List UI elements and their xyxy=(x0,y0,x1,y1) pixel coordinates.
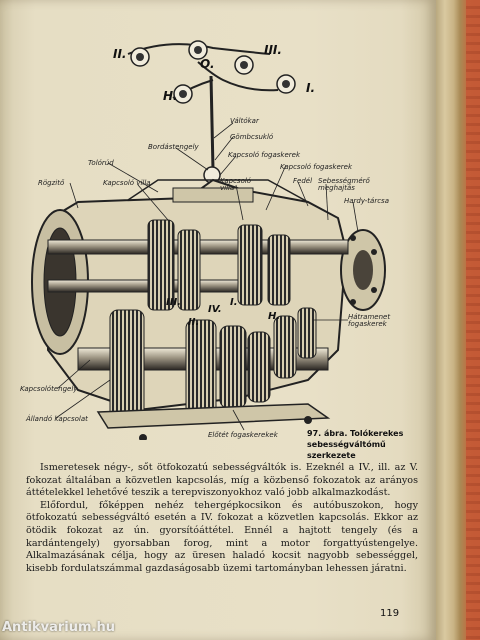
gearbox-illustration xyxy=(31,40,386,442)
leader-lines xyxy=(55,122,359,431)
label-tolorud: Tolórúd xyxy=(88,159,114,167)
watermark-logo: Antikvarium.hu xyxy=(2,620,115,635)
label-elotet-fogaskerekek: Előtét fogaskerekek xyxy=(208,431,278,439)
label-valtokar: Váltókar xyxy=(230,117,259,125)
gearbox-diagram: II. O. III. H. I. IV. III. II. I. H. Vál… xyxy=(8,20,426,442)
label-sebessegmero: Sebességmérő meghajtás xyxy=(318,177,370,192)
page-number: 119 xyxy=(380,608,400,619)
label-fedel: Fedél xyxy=(293,177,313,185)
body-text: Ismeretesek négy-, sőt ötfokozatú sebess… xyxy=(26,462,418,575)
label-kapcsolo-fogaskerek: Kapcsoló fogaskerek xyxy=(228,151,301,159)
gear-mark-neutral: O. xyxy=(200,57,215,71)
label-bordastengely: Bordástengely xyxy=(148,143,199,151)
label-hardy-tarcsa: Hardy-tárcsa xyxy=(344,197,389,205)
label-kapcsolo-villa-left: Kapcsoló villa xyxy=(103,179,151,187)
label-kapcsolo-fogaskerek-right: Kapcsoló fogaskerek xyxy=(280,163,353,171)
gear-mark-iv-inner: IV. xyxy=(208,304,222,315)
label-rogzito: Rögzitő xyxy=(38,179,65,187)
figure-number: 97. ábra. xyxy=(307,429,348,438)
upper-gears xyxy=(147,219,291,311)
gear-mark-ii: II. xyxy=(113,47,127,61)
book-page: II. O. III. H. I. IV. III. II. I. H. Vál… xyxy=(0,0,436,640)
gear-mark-ii-inner: II. xyxy=(188,317,200,328)
lower-gears xyxy=(109,307,317,421)
label-hatramenet: Hátramenet fogaskerek xyxy=(348,313,391,328)
book-edge xyxy=(436,0,480,640)
shift-lever xyxy=(203,75,221,184)
figure-title: Tolókerekes sebességváltómű szerkezete xyxy=(307,429,404,460)
gear-mark-iii-inner: III. xyxy=(166,297,181,308)
label-gombcsuklo: Gömbcsukló xyxy=(230,133,274,141)
shift-pattern xyxy=(127,40,296,104)
gear-mark-reverse-inner: H. xyxy=(268,311,281,322)
paragraph-2: Előfordul, főképpen nehéz tehergépkocsik… xyxy=(26,499,418,574)
paragraph-1: Ismeretesek négy-, sőt ötfokozatú sebess… xyxy=(26,462,418,499)
gear-mark-i-inner: I. xyxy=(230,297,238,308)
label-kapcsolotengely: Kapcsolótengely xyxy=(20,385,78,393)
gear-mark-i: I. xyxy=(306,81,316,95)
gear-mark-iii: III. xyxy=(264,43,282,57)
figure-caption: 97. ábra. Tolókerekes sebességváltómű sz… xyxy=(307,428,427,461)
label-kapcsolo-villa-right: Kapcsoló villa xyxy=(220,177,252,192)
gear-mark-reverse: H. xyxy=(163,89,178,103)
label-allando-kapcsolat: Állandó kapcsolat xyxy=(26,415,88,423)
